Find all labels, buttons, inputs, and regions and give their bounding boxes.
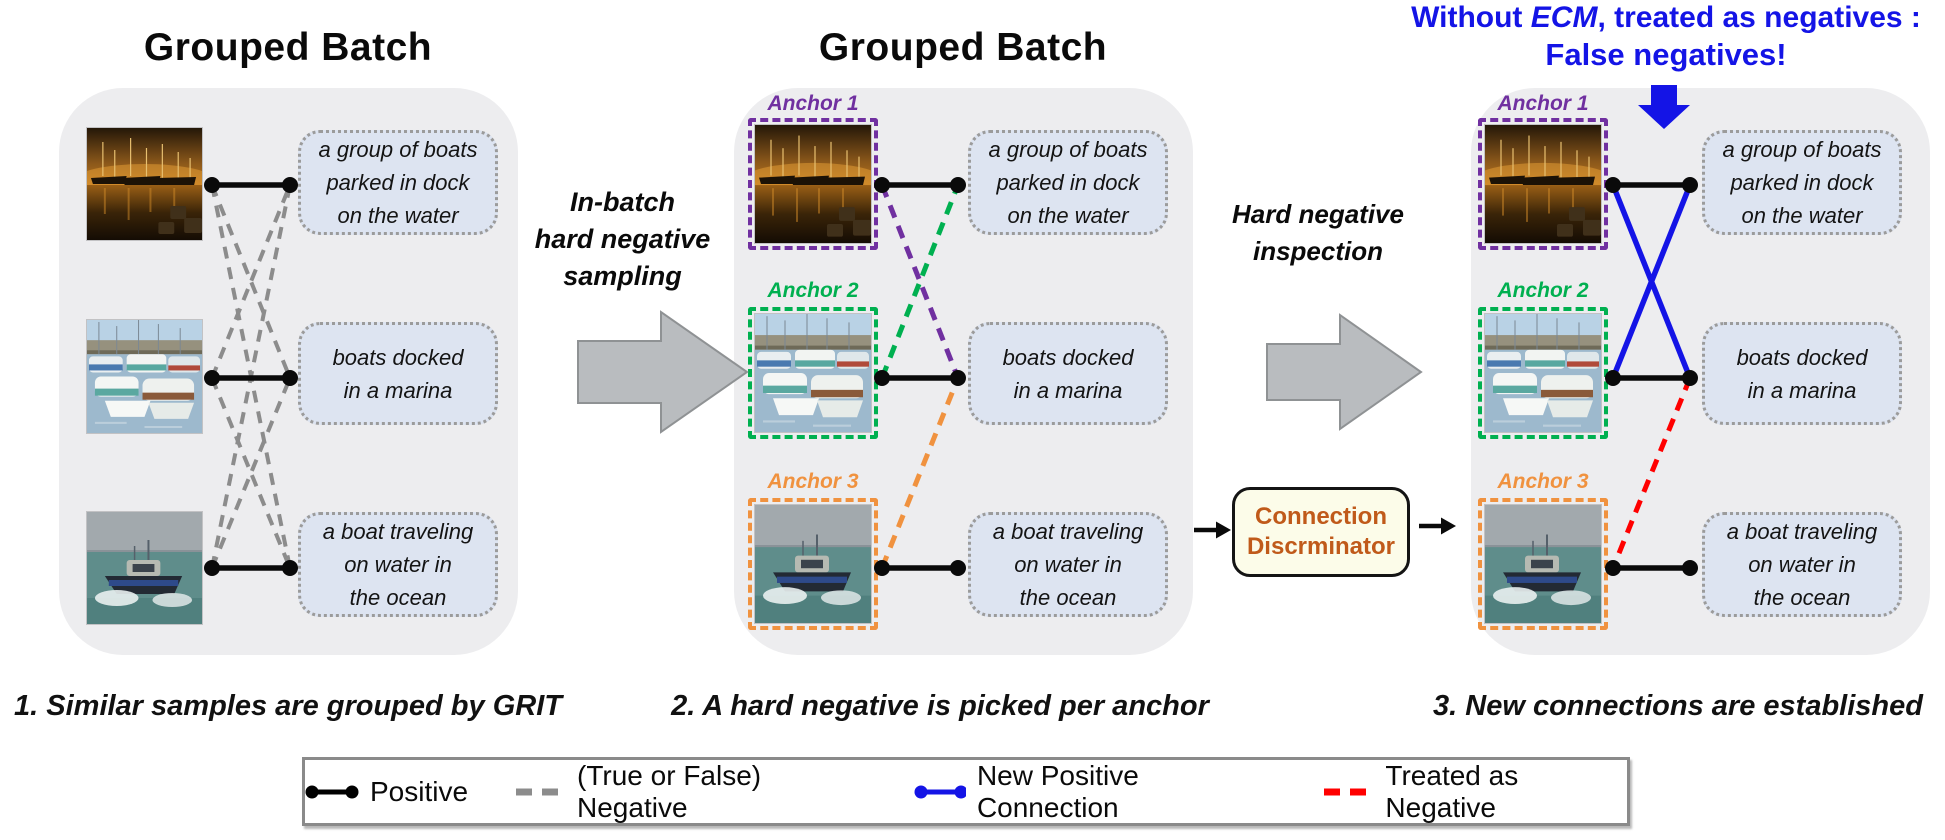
ocean-boat-photo — [755, 505, 871, 623]
positive-line-icon — [305, 785, 359, 798]
panel-grouped-batch-1: a group of boats parked in dock on the w… — [59, 88, 518, 655]
caption-text: a boat traveling on water in the ocean — [1726, 519, 1878, 610]
step3-caption: 3. New connections are established — [1433, 690, 1923, 722]
false-negatives-text: False negatives! — [1545, 37, 1787, 72]
caption-text: a boat traveling on water in the ocean — [322, 519, 474, 610]
anchor1-label: Anchor 1 — [767, 92, 859, 115]
day-marina-photo — [87, 320, 202, 433]
night-marina-photo — [87, 128, 202, 240]
hard-negative-inspection-label: Hard negative inspection — [1232, 199, 1404, 266]
legend-label: (True or False) Negative — [577, 759, 762, 823]
discriminator-line2: Discrminator — [1246, 533, 1396, 560]
panel2-title: Grouped Batch — [818, 26, 1108, 69]
discriminator-line1: Connection — [1255, 503, 1387, 530]
discriminator-out-arrow-icon — [1419, 517, 1456, 535]
caption-text: boats docked in a marina — [1736, 344, 1868, 403]
ocean-boat-photo — [87, 512, 202, 624]
anchor2-label: Anchor 2 — [1497, 279, 1589, 302]
legend-item-positive: Positive — [305, 776, 468, 808]
caption-text: a boat traveling on water in the ocean — [992, 519, 1144, 610]
anchor2-label: Anchor 2 — [767, 279, 859, 302]
connection-discriminator-box: Connection Discrminator — [1232, 487, 1410, 577]
caption-box-ocean: a boat traveling on water in the ocean — [298, 512, 498, 617]
legend: Positive (True or False) Negative New Po… — [302, 757, 1630, 826]
caption-text: a group of boats parked in dock on the w… — [988, 137, 1148, 228]
discriminator-in-arrow-icon — [1194, 521, 1231, 539]
step2-caption: 2. A hard negative is picked per anchor — [671, 690, 1209, 722]
legend-item-treated-negative: Treated as Negative — [1322, 760, 1627, 824]
caption-box-boats-dock: a group of boats parked in dock on the w… — [968, 130, 1168, 235]
anchor3-label: Anchor 3 — [1497, 470, 1589, 493]
panel-grouped-batch-2: Anchor 1 Anchor 2 Anchor 3 a group of bo… — [734, 88, 1193, 655]
treated-negative-dash-icon — [1324, 788, 1375, 795]
night-marina-photo — [1485, 125, 1601, 243]
flow-arrow-icon-2 — [1266, 313, 1423, 431]
caption-box-boats-dock: a group of boats parked in dock on the w… — [298, 130, 498, 235]
ecm-term: ECM — [1530, 1, 1598, 34]
step1-caption: 1. Similar samples are grouped by GRIT — [14, 690, 562, 722]
legend-item-new-positive: New Positive Connection — [914, 760, 1276, 824]
legend-item-negative: (True or False) Negative — [514, 760, 868, 824]
caption-box-ocean: a boat traveling on water in the ocean — [1702, 512, 1902, 617]
panel-new-connections: Anchor 1 Anchor 2 Anchor 3 a group of bo… — [1471, 88, 1930, 655]
caption-box-boats-dock: a group of boats parked in dock on the w… — [1702, 130, 1902, 235]
new-positive-line-icon — [914, 785, 966, 798]
caption-text: a group of boats parked in dock on the w… — [318, 137, 478, 228]
caption-text: boats docked in a marina — [332, 344, 464, 403]
ocean-boat-photo — [1485, 505, 1601, 623]
caption-box-ocean: a boat traveling on water in the ocean — [968, 512, 1168, 617]
day-marina-photo — [1485, 314, 1601, 432]
legend-label: New Positive Connection — [976, 759, 1139, 823]
day-marina-photo — [755, 314, 871, 432]
without-ecm-line: Without ECM, treated as negatives : — [1411, 1, 1921, 34]
legend-label: Positive — [370, 775, 469, 807]
panel1-title: Grouped Batch — [143, 26, 433, 69]
caption-box-marina: boats docked in a marina — [968, 322, 1168, 425]
caption-box-marina: boats docked in a marina — [1702, 322, 1902, 425]
caption-text: a group of boats parked in dock on the w… — [1722, 137, 1882, 228]
false-negatives-heading: Without ECM, treated as negatives : Fals… — [1388, 0, 1944, 74]
anchor3-label: Anchor 3 — [767, 470, 859, 493]
in-batch-sampling-label: In-batch hard negative sampling — [534, 187, 711, 291]
legend-label: Treated as Negative — [1385, 759, 1519, 823]
flow-arrow-icon-1 — [577, 310, 749, 434]
caption-text: boats docked in a marina — [1002, 344, 1134, 403]
night-marina-photo — [755, 125, 871, 243]
caption-box-marina: boats docked in a marina — [298, 322, 498, 425]
anchor1-label: Anchor 1 — [1497, 92, 1589, 115]
negative-dash-icon — [516, 788, 566, 795]
